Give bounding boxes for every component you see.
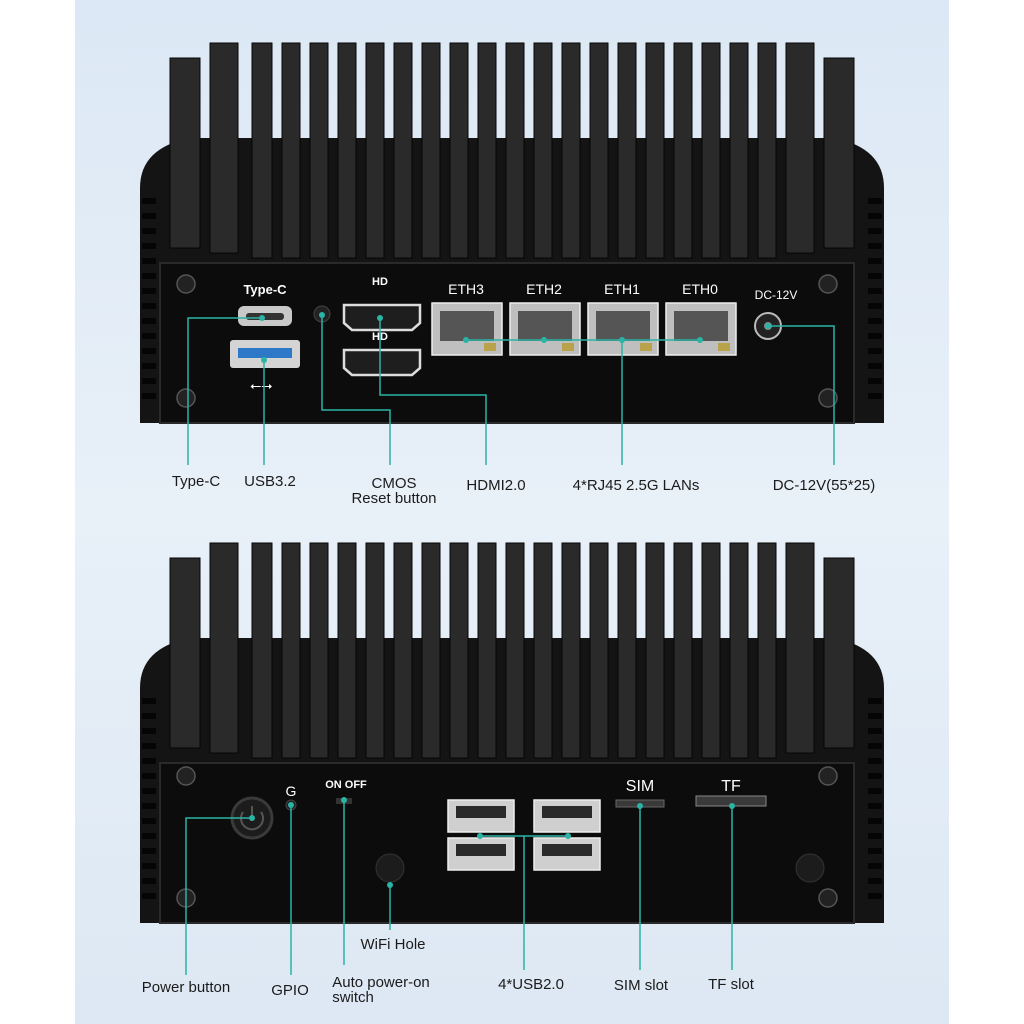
eth2-label: ETH2 (526, 281, 562, 297)
dc-port-label: DC-12V (754, 288, 798, 302)
gpio-port-label: G (285, 783, 297, 799)
bottom-device-drawing (140, 542, 884, 924)
type-c-port-label: Type-C (243, 282, 287, 297)
callout-hdmi: HDMI2.0 (466, 477, 526, 494)
tf-port-label: TF (721, 778, 741, 795)
eth3-label: ETH3 (448, 281, 484, 297)
callout-wifi-hole: WiFi Hole (360, 936, 426, 953)
callout-auto-power-line1: Auto power-on (332, 974, 430, 991)
callout-cmos: CMOS Reset button (351, 476, 436, 506)
callout-power-button: Power button (141, 979, 231, 996)
callout-cmos-line2: Reset button (351, 490, 437, 507)
hd-label-1: HD (372, 276, 388, 288)
switch-port-label: ON OFF (325, 779, 367, 791)
callout-usb20: 4*USB2.0 (498, 976, 564, 993)
eth1-label: ETH1 (604, 281, 640, 297)
top-device-image: ⭠⭢ Type-C HD HD ETH3 ETH2 ETH1 ETH0 DC-1… (130, 38, 894, 428)
callout-auto-power: Auto power-on switch (332, 975, 430, 1005)
bottom-device-image: G ON OFF SIM TF (130, 538, 894, 928)
callout-type-c: Type-C (171, 473, 221, 490)
sim-port-label: SIM (625, 778, 655, 795)
callout-gpio: GPIO (271, 982, 309, 999)
top-device-drawing: ⭠⭢ (140, 42, 884, 424)
callout-auto-power-line2: switch (332, 989, 374, 1006)
svg-text:⭠⭢: ⭠⭢ (250, 378, 272, 394)
callout-lan: 4*RJ45 2.5G LANs (572, 477, 700, 494)
callout-cmos-line1: CMOS (371, 475, 417, 492)
callout-dc: DC-12V(55*25) (772, 477, 876, 494)
eth0-label: ETH0 (682, 281, 718, 297)
hd-label-2: HD (372, 331, 388, 343)
callout-tf-slot: TF slot (708, 976, 754, 993)
callout-usb32: USB3.2 (244, 473, 296, 490)
callout-sim-slot: SIM slot (613, 977, 669, 994)
